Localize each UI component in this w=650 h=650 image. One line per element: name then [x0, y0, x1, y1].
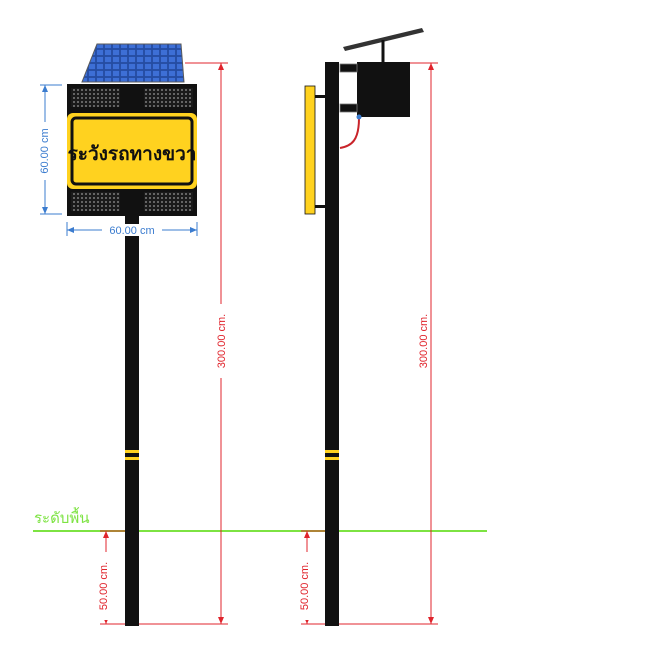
right-pole-stripe [325, 457, 339, 460]
solar-panel-icon [343, 28, 424, 64]
right-elevation: 300.00 cm. 50.00 cm. [297, 28, 438, 626]
solar-panel-icon [81, 43, 185, 83]
sign-border [70, 116, 194, 186]
left-pole-stripe [125, 457, 139, 460]
right-embed-label: 50.00 cm. [299, 562, 311, 610]
left-elevation: ระวังรถทางขวา 60.00 cm 60.00 cm [38, 43, 228, 626]
sign-width-label: 60.00 cm [109, 225, 154, 237]
sign-height-label: 60.00 cm [39, 128, 51, 173]
power-cable [339, 117, 360, 149]
right-pole [325, 62, 339, 626]
ground-level-label: ระดับพื้น [34, 507, 90, 527]
sign-arm [315, 205, 325, 208]
sign-face [67, 113, 197, 189]
sign-side-view [304, 85, 316, 215]
led-flasher-icon [71, 88, 193, 211]
left-height-label: 300.00 cm. [216, 314, 228, 368]
right-height-dimension [339, 62, 438, 625]
left-embed-label: 50.00 cm. [98, 562, 110, 610]
control-box-bracket [339, 63, 358, 73]
right-pole-stripe [325, 450, 339, 453]
sign-text: ระวังรถทางขวา [68, 143, 197, 165]
left-pole-stripe [125, 450, 139, 453]
sign-arm [315, 95, 325, 98]
control-box [357, 62, 410, 117]
left-pole [125, 216, 139, 626]
right-height-label: 300.00 cm. [418, 314, 430, 368]
cable-gland [356, 114, 362, 120]
control-box-bracket [339, 103, 358, 113]
